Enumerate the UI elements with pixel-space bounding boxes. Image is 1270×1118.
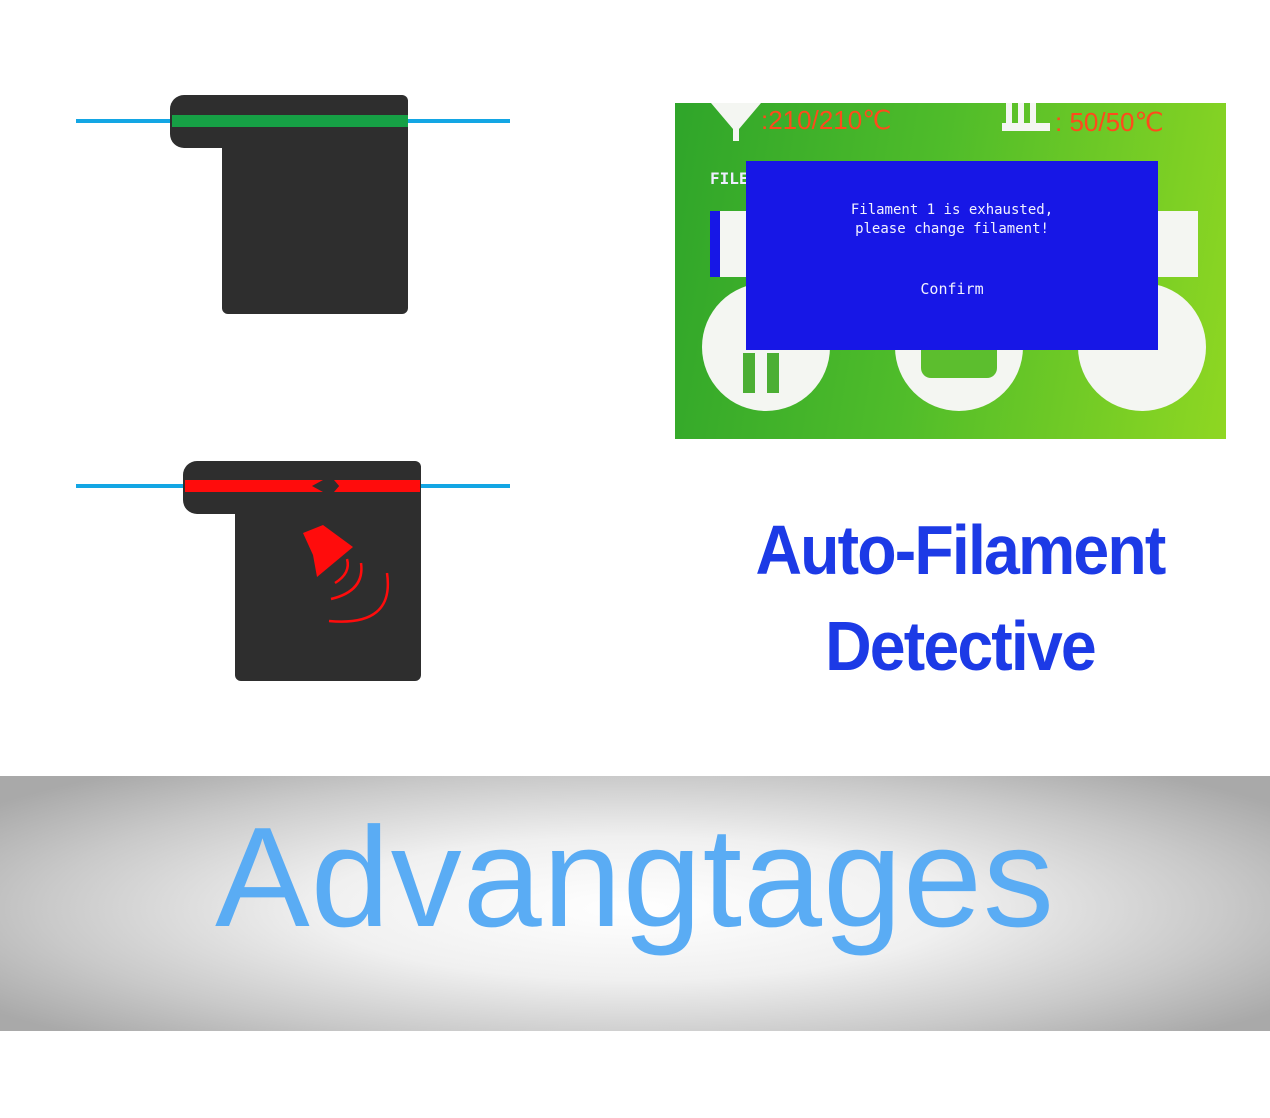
file-label: FILE xyxy=(710,169,749,188)
feature-title-line1: Auto-Filament xyxy=(755,511,1167,589)
sensor-body xyxy=(235,461,421,681)
sensor-body xyxy=(222,95,408,314)
advantages-banner: Advangtages xyxy=(0,776,1270,1031)
filament-broken-band-right xyxy=(334,480,420,492)
nozzle-temp: :210/210℃ xyxy=(761,105,892,135)
speaker-alarm-icon xyxy=(303,525,390,623)
confirm-button[interactable]: Confirm xyxy=(920,280,984,298)
printer-screen: :210/210℃ : 50/50℃ FILE Filament 1 is ex… xyxy=(675,103,1226,439)
banner-text: Advangtages xyxy=(215,798,1055,957)
feature-title-line2: Detective xyxy=(825,607,1097,685)
filament-present-band xyxy=(172,115,408,127)
filament-exhausted-dialog: Filament 1 is exhausted, please change f… xyxy=(746,161,1158,350)
nozzle-icon xyxy=(711,103,761,141)
dialog-message: Filament 1 is exhausted, please change f… xyxy=(850,202,1054,237)
heated-bed-icon xyxy=(1002,103,1050,131)
bed-temp: : 50/50℃ xyxy=(1055,107,1164,137)
filament-broken-band-left xyxy=(185,480,323,492)
